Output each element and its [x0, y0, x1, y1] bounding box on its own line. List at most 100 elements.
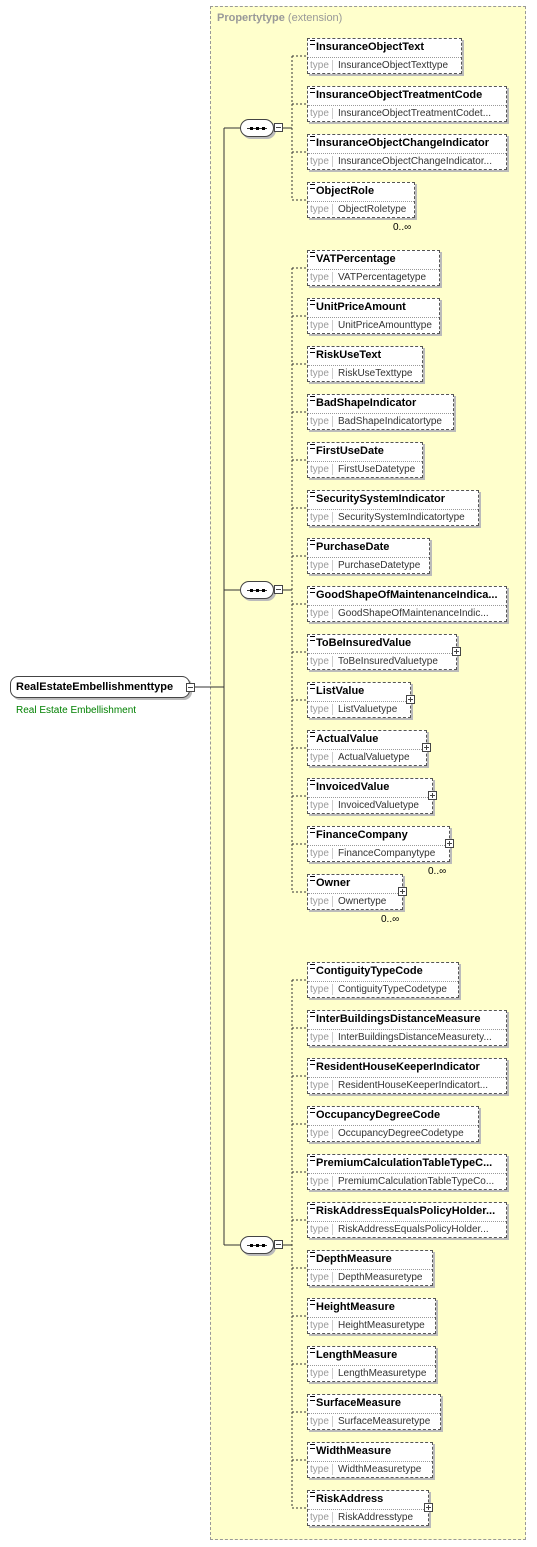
collapse-icon[interactable] [274, 1240, 283, 1249]
type-keyword: type [310, 848, 333, 859]
expand-icon[interactable] [398, 887, 407, 896]
element-name: PremiumCalculationTableTypeC... [316, 1157, 493, 1169]
collapse-icon[interactable] [186, 683, 195, 692]
element-icon [310, 1300, 315, 1305]
element-name: ContiguityTypeCode [316, 965, 423, 977]
element-name: WidthMeasure [316, 1445, 392, 1457]
occurrence-label: 0..∞ [428, 866, 447, 877]
element-icon [310, 1396, 315, 1401]
element-icon [310, 684, 315, 689]
sequence-compositor[interactable] [240, 1236, 274, 1254]
element-type: SecuritySystemIndicatortype [338, 512, 465, 523]
element-icon [310, 88, 315, 93]
element-icon [310, 1012, 315, 1017]
element-type: ResidentHouseKeeperIndicatort... [338, 1080, 489, 1091]
sequence-compositor[interactable] [240, 581, 274, 599]
root-documentation: Real Estate Embellishment [16, 705, 137, 716]
type-keyword: type [310, 1320, 333, 1331]
expand-icon[interactable] [445, 839, 454, 848]
type-keyword: type [310, 416, 333, 427]
element-name: BadShapeIndicator [316, 397, 417, 409]
expand-icon[interactable] [428, 791, 437, 800]
root-element-name: RealEstateEmbellishmenttype [16, 681, 174, 693]
collapse-icon[interactable] [274, 585, 283, 594]
element-type: ToBeInsuredValuetype [338, 656, 438, 667]
type-keyword: type [310, 752, 333, 763]
element-icon [310, 1108, 315, 1113]
element-name: DepthMeasure [316, 1253, 392, 1265]
expand-icon[interactable] [452, 647, 461, 656]
expand-icon[interactable] [406, 695, 415, 704]
sequence-compositor[interactable] [240, 119, 274, 137]
element-name: ToBeInsuredValue [316, 637, 412, 649]
type-keyword: type [310, 204, 333, 215]
element-name: SurfaceMeasure [316, 1397, 401, 1409]
element-name: Owner [316, 877, 351, 889]
element-icon [310, 540, 315, 545]
expand-icon[interactable] [424, 1503, 433, 1512]
type-keyword: type [310, 1272, 333, 1283]
collapse-icon[interactable] [274, 123, 283, 132]
type-keyword: type [310, 984, 333, 995]
element-icon [310, 1060, 315, 1065]
element-name: ObjectRole [316, 185, 375, 197]
type-keyword: type [310, 704, 333, 715]
type-keyword: type [310, 1416, 333, 1427]
root-element[interactable]: RealEstateEmbellishmenttype [10, 676, 195, 698]
element-name: ResidentHouseKeeperIndicator [316, 1061, 480, 1073]
element-name: GoodShapeOfMaintenanceIndica... [316, 589, 498, 601]
element-name: InvoicedValue [316, 781, 390, 793]
element-name: InterBuildingsDistanceMeasure [316, 1013, 481, 1025]
element-type: OccupancyDegreeCodetype [338, 1128, 464, 1139]
type-keyword: type [310, 464, 333, 475]
element-type: UnitPriceAmounttype [338, 320, 432, 331]
expand-icon[interactable] [422, 743, 431, 752]
element-name: InsuranceObjectChangeIndicator [316, 137, 489, 149]
element-icon [310, 1252, 315, 1257]
element-icon [310, 348, 315, 353]
